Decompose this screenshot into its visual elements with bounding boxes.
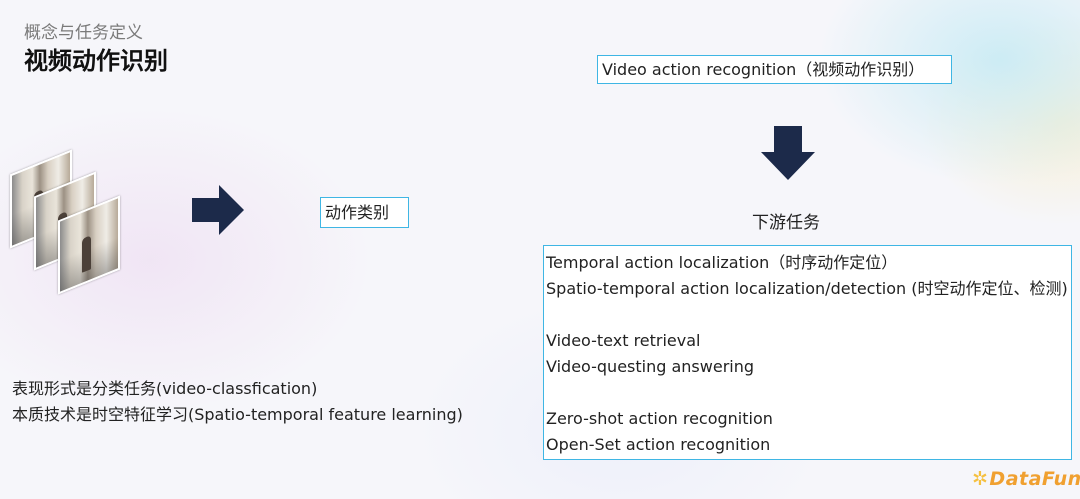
task-item: Temporal action localization（时序动作定位） <box>546 253 898 272</box>
logo-text: DataFun. <box>989 468 1080 490</box>
task-spacer <box>546 302 1069 328</box>
section-subtitle: 概念与任务定义 <box>24 23 143 43</box>
page-title: 视频动作识别 <box>24 47 168 75</box>
description-line: 表现形式是分类任务(video-classfication) <box>12 379 318 398</box>
arrow-down-icon <box>761 126 815 180</box>
task-item: Zero-shot action recognition <box>546 409 773 428</box>
description-line: 本质技术是时空特征学习(Spatio-temporal feature lear… <box>12 405 463 424</box>
downstream-task-list: Temporal action localization（时序动作定位） Spa… <box>543 245 1072 460</box>
task-item: Open-Set action recognition <box>546 435 771 454</box>
description-block: 表现形式是分类任务(video-classfication) 本质技术是时空特征… <box>12 376 463 428</box>
task-item: Video-questing answering <box>546 357 755 376</box>
downstream-tasks-label: 下游任务 <box>752 213 820 233</box>
video-action-recognition-label: Video action recognition（视频动作识别） <box>597 55 952 84</box>
task-item: Spatio-temporal action localization/dete… <box>546 279 1068 298</box>
task-spacer <box>546 380 1069 406</box>
arrow-right-icon <box>192 185 244 235</box>
action-category-label: 动作类别 <box>320 197 409 228</box>
video-frames-icon <box>8 138 128 298</box>
task-item: Video-text retrieval <box>546 331 701 350</box>
datafun-logo: ✲DataFun. <box>972 468 1080 490</box>
logo-mark-icon: ✲ <box>972 468 989 490</box>
